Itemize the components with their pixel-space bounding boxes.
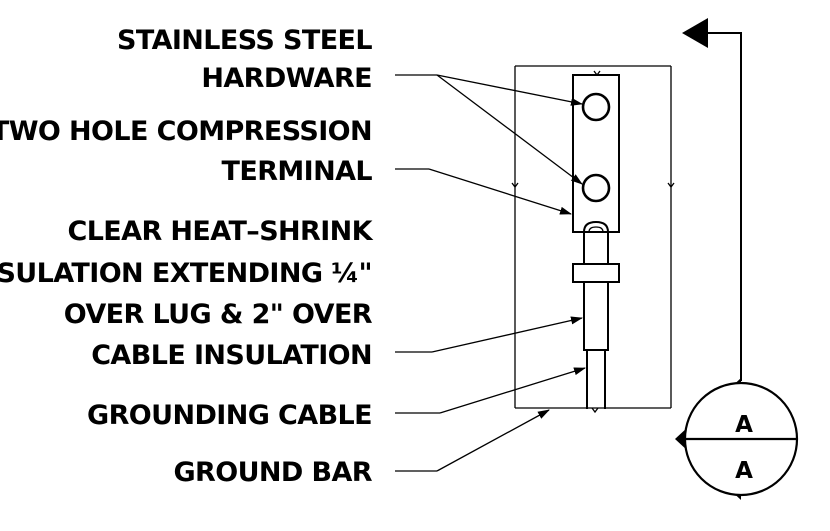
label-shrink-line4: CABLE INSULATION: [91, 340, 372, 371]
ground-bar: [511, 65, 675, 409]
label-grounding-cable: GROUNDING CABLE: [87, 400, 372, 431]
grounding-cable: [586, 349, 606, 414]
label-hardware-line2: HARDWARE: [201, 63, 372, 94]
label-ground-bar: GROUND BAR: [173, 457, 372, 488]
label-hardware-line1: STAINLESS STEEL: [117, 25, 372, 56]
label-shrink-line2: INSULATION EXTENDING ¼": [0, 258, 372, 289]
compression-terminal: [572, 70, 620, 265]
label-terminal-line1: TWO HOLE COMPRESSION: [0, 116, 372, 147]
label-terminal-line2: TERMINAL: [222, 156, 373, 187]
label-shrink-line3: OVER LUG & 2" OVER: [64, 299, 373, 330]
section-marker-bottom: A: [735, 458, 753, 484]
arrow-left-icon: [682, 18, 708, 48]
label-shrink-line1: CLEAR HEAT–SHRINK: [67, 216, 373, 247]
leader-lines: [395, 74, 586, 472]
heat-shrink-insulation: [572, 263, 620, 351]
hardware-hole-lower: [581, 173, 611, 203]
hardware-hole-upper: [581, 92, 611, 122]
label-group: STAINLESS STEEL HARDWARE TWO HOLE COMPRE…: [0, 25, 374, 488]
section-cut-line: [682, 18, 742, 381]
section-cut-icon: A A: [675, 378, 799, 500]
section-marker-top: A: [735, 412, 753, 438]
